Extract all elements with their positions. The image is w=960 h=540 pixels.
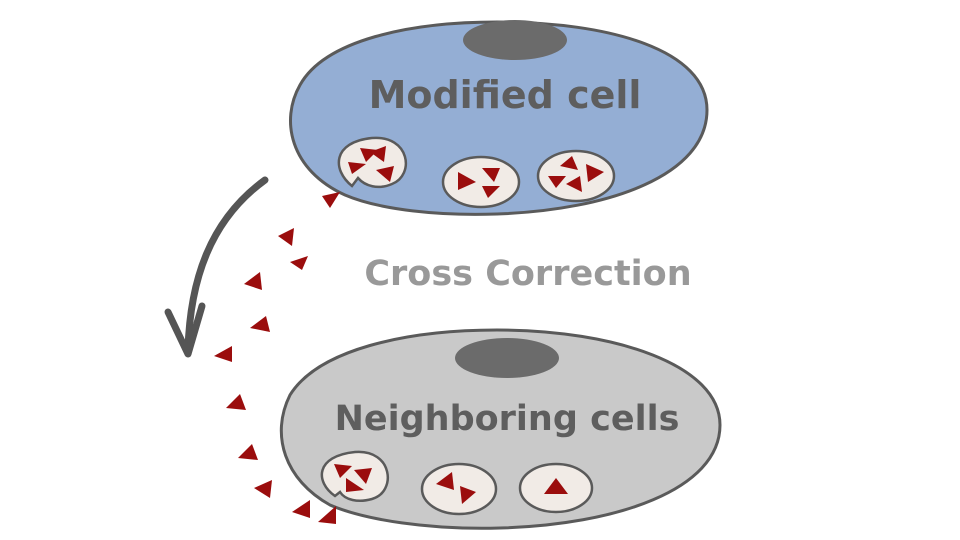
- red-triangle-icon: [566, 176, 582, 192]
- process-label: Cross Correction: [364, 254, 691, 294]
- modified-cell-label: Modified cell: [369, 73, 642, 117]
- red-triangle-icon: [346, 478, 364, 492]
- red-triangle-icon: [354, 468, 372, 484]
- red-triangle-icon: [370, 146, 386, 162]
- red-triangle-icon: [436, 472, 454, 490]
- red-triangle-icon: [586, 164, 604, 182]
- vesicle-bottom-2: [420, 462, 498, 516]
- modified-cell: Modified cell: [288, 20, 709, 216]
- red-triangle-icon: [482, 186, 500, 198]
- red-triangle-icon: [238, 444, 258, 460]
- neighboring-cell: Neighboring cells: [279, 328, 722, 530]
- secreting-vesicle-top: [337, 136, 407, 189]
- red-triangle-icon: [254, 480, 272, 498]
- secreted-enzymes: [214, 192, 340, 524]
- neighboring-cell-nucleus: [455, 338, 559, 378]
- red-triangle-icon: [544, 478, 568, 494]
- red-triangle-icon: [226, 394, 246, 410]
- neighboring-cell-membrane: [279, 328, 722, 530]
- curved-arrow-down-icon: [164, 176, 269, 358]
- red-triangle-icon: [348, 162, 366, 174]
- vesicle-top-3: [536, 149, 616, 203]
- red-triangle-icon: [334, 464, 352, 478]
- red-triangle-icon: [244, 272, 262, 290]
- red-triangle-icon: [214, 346, 232, 362]
- red-triangle-icon: [318, 506, 336, 524]
- red-triangle-icon: [560, 156, 578, 170]
- red-triangle-icon: [292, 500, 310, 518]
- uptake-vesicle-bottom: [320, 450, 389, 502]
- vesicle-bottom-3: [518, 462, 594, 514]
- red-triangle-icon: [482, 168, 500, 182]
- red-triangle-icon: [458, 172, 476, 190]
- red-triangle-icon: [322, 192, 340, 208]
- neighboring-cell-label: Neighboring cells: [335, 399, 680, 439]
- red-triangle-icon: [548, 176, 566, 188]
- modified-cell-nucleus: [463, 20, 567, 60]
- red-triangle-icon: [460, 486, 476, 504]
- red-triangle-icon: [278, 228, 294, 246]
- red-triangle-icon: [290, 256, 308, 270]
- red-triangle-icon: [250, 316, 270, 332]
- vesicle-top-2: [441, 155, 521, 209]
- red-triangle-icon: [376, 166, 394, 182]
